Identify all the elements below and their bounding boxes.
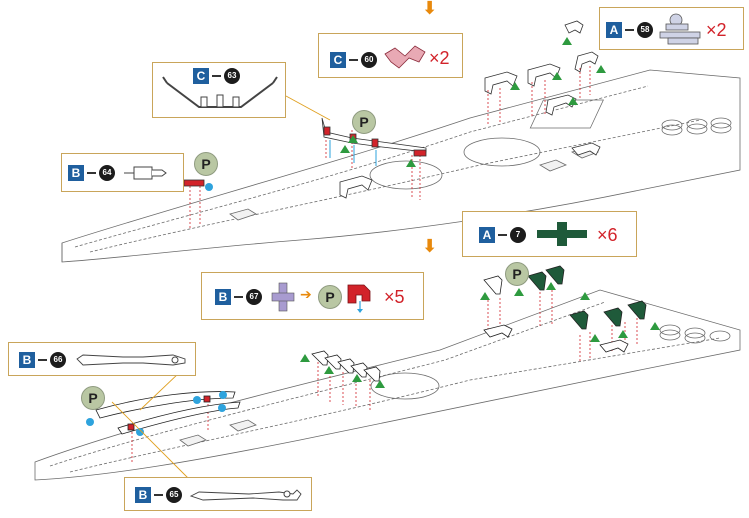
- quantity: ×6: [597, 225, 618, 245]
- sprue-tag: B: [68, 165, 84, 181]
- right-arrow-icon: ➔: [300, 287, 312, 303]
- part-number: 60: [361, 52, 377, 68]
- part-b66-illustration: [76, 354, 186, 366]
- p-badge-bow: P: [81, 386, 105, 410]
- turret-ring-step1-b: [369, 160, 443, 190]
- part-b67-illustration: [271, 282, 295, 312]
- sprue-tag: B: [135, 487, 151, 503]
- p-badge-turret: P: [505, 262, 529, 286]
- quantity: ×2: [706, 20, 727, 40]
- part-number: 7: [510, 227, 526, 243]
- callout-a7: A 7 ×6: [462, 211, 637, 257]
- turret-ring-step1-a: [463, 137, 541, 167]
- p-badge-deck: P: [352, 110, 376, 134]
- part-a58-illustration: [659, 13, 701, 45]
- part-a7-illustration: [537, 222, 587, 246]
- sprue-tag: C: [330, 52, 346, 68]
- p-badge-bow: P: [194, 152, 218, 176]
- part-b65-illustration: [189, 489, 302, 501]
- callout-b67: B 67 ➔ P ×5: [201, 272, 424, 320]
- sprue-tag: A: [606, 22, 622, 38]
- callout-b65: B 65: [124, 477, 312, 511]
- quantity: ×5: [384, 287, 405, 307]
- callout-c63: C 63: [152, 62, 286, 118]
- turret-ring-step2: [370, 372, 440, 400]
- sprue-tag: A: [479, 227, 495, 243]
- callout-a58: A 58 ×2: [599, 7, 744, 50]
- part-number: 66: [50, 352, 66, 368]
- sprue-tag: B: [215, 289, 231, 305]
- deck-outline-step1: [61, 69, 741, 263]
- part-number: 63: [224, 68, 240, 84]
- sprue-tag: B: [19, 352, 35, 368]
- quantity: ×2: [429, 48, 450, 68]
- callout-c60: C 60 ×2: [318, 33, 463, 78]
- part-number: 67: [246, 289, 262, 305]
- part-b67-red-illustration: [347, 284, 371, 313]
- part-number: 65: [166, 487, 182, 503]
- down-arrow-icon: ⬇: [422, 236, 438, 257]
- part-number: 64: [99, 165, 115, 181]
- part-number: 58: [637, 22, 653, 38]
- down-arrow-icon: ⬇: [422, 0, 438, 19]
- p-badge: P: [318, 285, 342, 309]
- part-c60-illustration: [384, 45, 426, 69]
- sprue-tag: C: [193, 68, 209, 84]
- part-b64-illustration: [124, 166, 167, 180]
- callout-b66: B 66: [8, 342, 196, 376]
- part-c63-illustration: [162, 76, 278, 108]
- callout-b64: B 64: [61, 153, 184, 192]
